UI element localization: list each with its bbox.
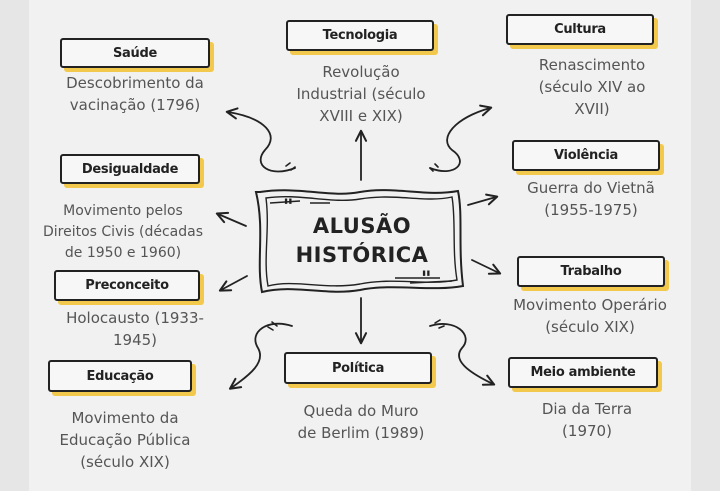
topic-text-politica: Queda do Muro de Berlim (1989) [297,402,425,442]
decorative-ticks [267,162,445,331]
topic-box-preconceito: Preconceito [54,270,200,301]
central-title: ALUSÃO HISTÓRICA [282,212,442,270]
topic-text-saude: Descobrimento da vacinação (1796) [66,74,204,114]
topic-text-cultura: Renascimento (século XIV ao XVII) [538,56,646,118]
topic-box-trabalho: Trabalho [517,256,665,287]
topic-box-educacao: Educação [48,360,192,392]
topic-text-tecnologia: Revolução Industrial (século XVIII e XIX… [296,63,426,125]
topic-text-desigualdade: Movimento pelos Direitos Civis (décadas … [42,203,203,261]
topic-text-educacao: Movimento da Educação Pública (século XI… [59,409,191,471]
arrow-educacao [228,322,293,390]
central-title-line1: ALUSÃO [312,214,412,238]
topic-box-saude: Saúde [60,38,210,68]
open-quote-mark: " [283,194,293,218]
topic-text-preconceito: Holocausto (1933- 1945) [66,309,204,349]
topic-text-trabalho: Movimento Operário (século XIX) [513,296,667,336]
arrow-saude [225,107,296,173]
arrow-cultura [429,104,493,173]
topic-text-meio-ambiente: Dia da Terra (1970) [541,400,633,440]
arrow-desigualdade [215,211,247,227]
topic-box-politica: Política [284,352,432,384]
topic-box-violencia: Violência [512,140,660,171]
mind-map-card [29,0,691,491]
topic-box-cultura: Cultura [506,14,654,45]
arrow-violencia [467,193,499,206]
arrow-trabalho [471,259,502,275]
close-quote-mark: " [421,266,431,290]
central-frame [254,189,465,294]
topic-text-violencia: Guerra do Vietnã (1955-1975) [527,179,655,219]
central-title-line2: HISTÓRICA [295,243,429,267]
arrow-preconceito [218,275,248,292]
topic-box-desigualdade: Desigualdade [60,154,200,184]
topic-box-tecnologia: Tecnologia [286,20,434,51]
topic-box-meio-ambiente: Meio ambiente [508,357,658,388]
arrow-meio-ambiente [429,323,496,386]
